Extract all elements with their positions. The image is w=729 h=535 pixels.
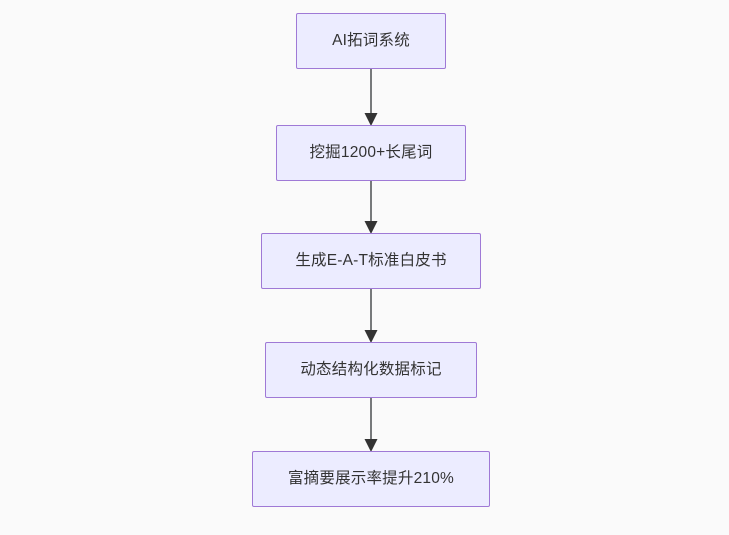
flow-node-ai-keyword-system[interactable]: AI拓词系统 [296,13,446,69]
flow-node-label: 挖掘1200+长尾词 [309,144,433,162]
flow-node-dynamic-structured-data-markup[interactable]: 动态结构化数据标记 [265,342,477,398]
flow-arrow-2 [355,181,387,235]
flow-node-label: 动态结构化数据标记 [300,361,442,379]
flow-node-generate-eat-whitepaper[interactable]: 生成E-A-T标准白皮书 [261,233,481,289]
flow-node-label: 生成E-A-T标准白皮书 [295,252,447,270]
flow-arrow-3 [355,289,387,344]
flow-node-mine-longtail-keywords[interactable]: 挖掘1200+长尾词 [276,125,466,181]
flow-node-label: AI拓词系统 [332,32,410,50]
flow-node-rich-snippet-impression-lift[interactable]: 富摘要展示率提升210% [252,451,490,507]
flow-arrow-4 [355,398,387,453]
flow-arrow-1 [355,69,387,127]
flow-node-label: 富摘要展示率提升210% [287,470,455,488]
